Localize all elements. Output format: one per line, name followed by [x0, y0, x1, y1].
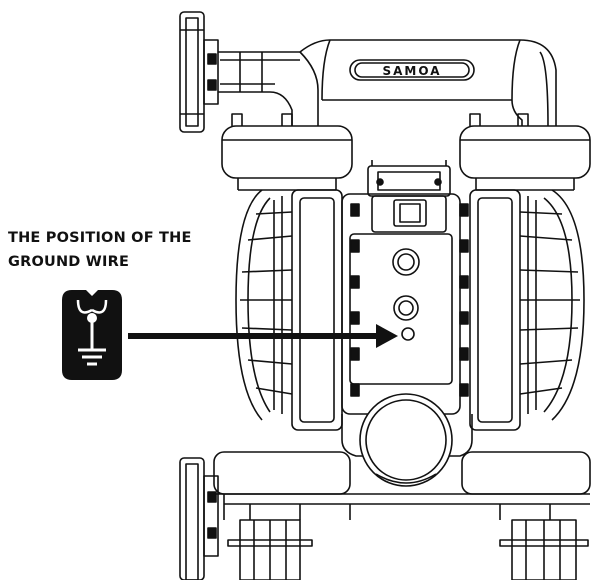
top-inlet-flange: [179, 11, 219, 133]
left-diaphragm-housing: [235, 189, 343, 431]
callout-line-2: GROUND WIRE: [8, 254, 130, 270]
bottom-manifold: [213, 451, 591, 520]
ground-symbol-icon: [62, 290, 122, 380]
ground-wire-callout: THE POSITION OF THE GROUND WIRE: [8, 226, 218, 274]
center-body: [341, 160, 461, 415]
callout-line-1: THE POSITION OF THE: [8, 230, 192, 246]
top-manifold: [218, 39, 557, 127]
pointer-arrow: [128, 324, 398, 348]
center-outlet-port: [341, 393, 473, 487]
pump-feet: [227, 519, 589, 581]
brand-plate: [349, 59, 475, 81]
brand-label: SAMOA: [382, 64, 441, 78]
top-right-chamber-cap: [459, 113, 591, 191]
top-left-chamber-cap: [221, 113, 353, 191]
housing-bolts: [350, 203, 469, 397]
bottom-outlet-flange: [179, 457, 219, 581]
right-diaphragm-housing: [469, 189, 585, 431]
